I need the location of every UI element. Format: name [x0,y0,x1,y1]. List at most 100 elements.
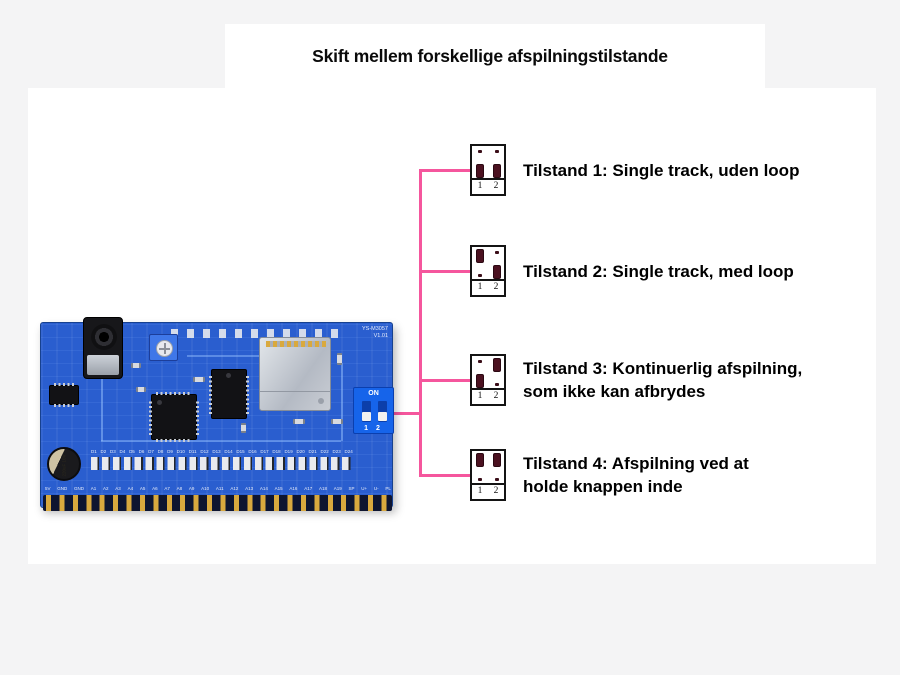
title-background [225,24,765,88]
smd-component [131,363,141,368]
dip-diagram-mode-1: 1 2 [470,144,506,196]
dip-knob-2 [378,412,387,421]
pin-label: SP [348,486,355,491]
dip-switch-2 [492,249,502,279]
mode-label-line2: som ikke kan afbrydes [523,382,706,401]
pin-label: A14 [259,486,268,491]
pin-label: A8 [176,486,183,491]
mode-row-1: 1 2 Tilstand 1: Single track, uden loop [470,144,799,196]
dip-slot-1 [362,401,371,422]
dip-switch-component: ON 1 2 [353,387,394,434]
audio-jack-shield [87,355,119,375]
dip-switch-1 [475,148,485,178]
switch-cap [492,453,501,467]
pin-label: A12 [230,486,239,491]
pin-dot [477,360,482,363]
led-label: D3 [110,449,116,454]
smd-component-row [171,329,341,338]
mode-row-4: 1 2 Tilstand 4: Afspilning ved at holde … [470,449,749,501]
pin-dot [494,251,499,254]
pin1-marker [226,373,231,378]
smd-component [293,419,305,424]
switch-cap [492,358,501,372]
dip-switch-area [472,247,504,279]
ic-pins [209,374,212,414]
dip-switch-1 [475,358,485,388]
led-label: D14 [224,449,233,454]
pin-label: PL [385,486,391,491]
led-label: D15 [236,449,245,454]
sd-contacts [266,341,326,347]
dip-switch-2 [492,453,502,483]
ic-pins [156,392,192,395]
led-label: D17 [260,449,269,454]
mode-label-line2: holde knappen inde [523,477,683,496]
led-label: D23 [332,449,341,454]
led-label: D8 [157,449,164,454]
mode-4-label: Tilstand 4: Afspilning ved at holde knap… [523,452,749,498]
pin-label: 5V [45,486,51,491]
sd-slot-stamp [318,398,324,404]
pin-1-label: 1 [477,391,483,401]
dip-switch-1 [475,453,485,483]
led-label: D19 [284,449,293,454]
sd-slot-seam [260,391,330,392]
mode-row-2: 1 2 Tilstand 2: Single track, med loop [470,245,794,297]
ic-pins [149,399,152,435]
mode-2-label: Tilstand 2: Single track, med loop [523,260,794,283]
led-label: D7 [148,449,154,454]
audio-jack-opening [91,324,117,350]
trimmer-screw [156,340,173,357]
dip-switch-1 [475,249,485,279]
connector-line-mode4 [419,474,473,477]
smd-component [331,419,343,424]
pin-label: A10 [201,486,210,491]
pin-2-label: 2 [493,282,499,292]
connector-line-mode1 [419,169,473,172]
sop8-chip [49,383,79,407]
pcb-trace [341,363,343,441]
dip-diagram-mode-2: 1 2 [470,245,506,297]
mode-label-line1: Tilstand 2: Single track, med loop [523,261,794,281]
page-title: Skift mellem forskellige afspilningstils… [312,46,668,66]
pin1-marker [157,400,162,405]
connector-line-board [390,412,422,415]
pin-label: A19 [333,486,342,491]
microsd-slot [259,337,331,411]
led-label: D9 [167,449,173,454]
led-label: D12 [200,449,209,454]
led-label: D16 [248,449,257,454]
pin-label: A5 [139,486,146,491]
dip-slot-2 [378,401,387,422]
pin-dot [477,478,482,481]
pcb-trace [187,355,307,357]
dip-switch-2 [492,148,502,178]
dip-knob-1 [362,412,371,421]
connector-line-mode3 [419,379,473,382]
dip-switch-2 [492,358,502,388]
switch-cap [475,453,484,467]
pin-label: A17 [304,486,313,491]
pin-dot [494,383,499,386]
switch-cap [492,265,501,279]
connector-line-trunk [419,169,422,477]
pin-label: A4 [127,486,134,491]
ic-pins [54,404,74,407]
pin-2-label: 2 [493,486,499,496]
smd-component [136,387,146,392]
smd-component [193,377,205,382]
pin-label: A13 [245,486,254,491]
mcu-chip [149,392,199,442]
pin-label: GND [57,486,68,491]
led-label: D6 [138,449,145,454]
pin-label: A2 [103,486,109,491]
led-label: D18 [272,449,281,454]
pin-label: A1 [90,486,97,491]
pin-2-label: 2 [493,181,499,191]
smd-component [337,353,342,365]
audio-jack [83,317,123,379]
switch-cap [475,374,484,388]
